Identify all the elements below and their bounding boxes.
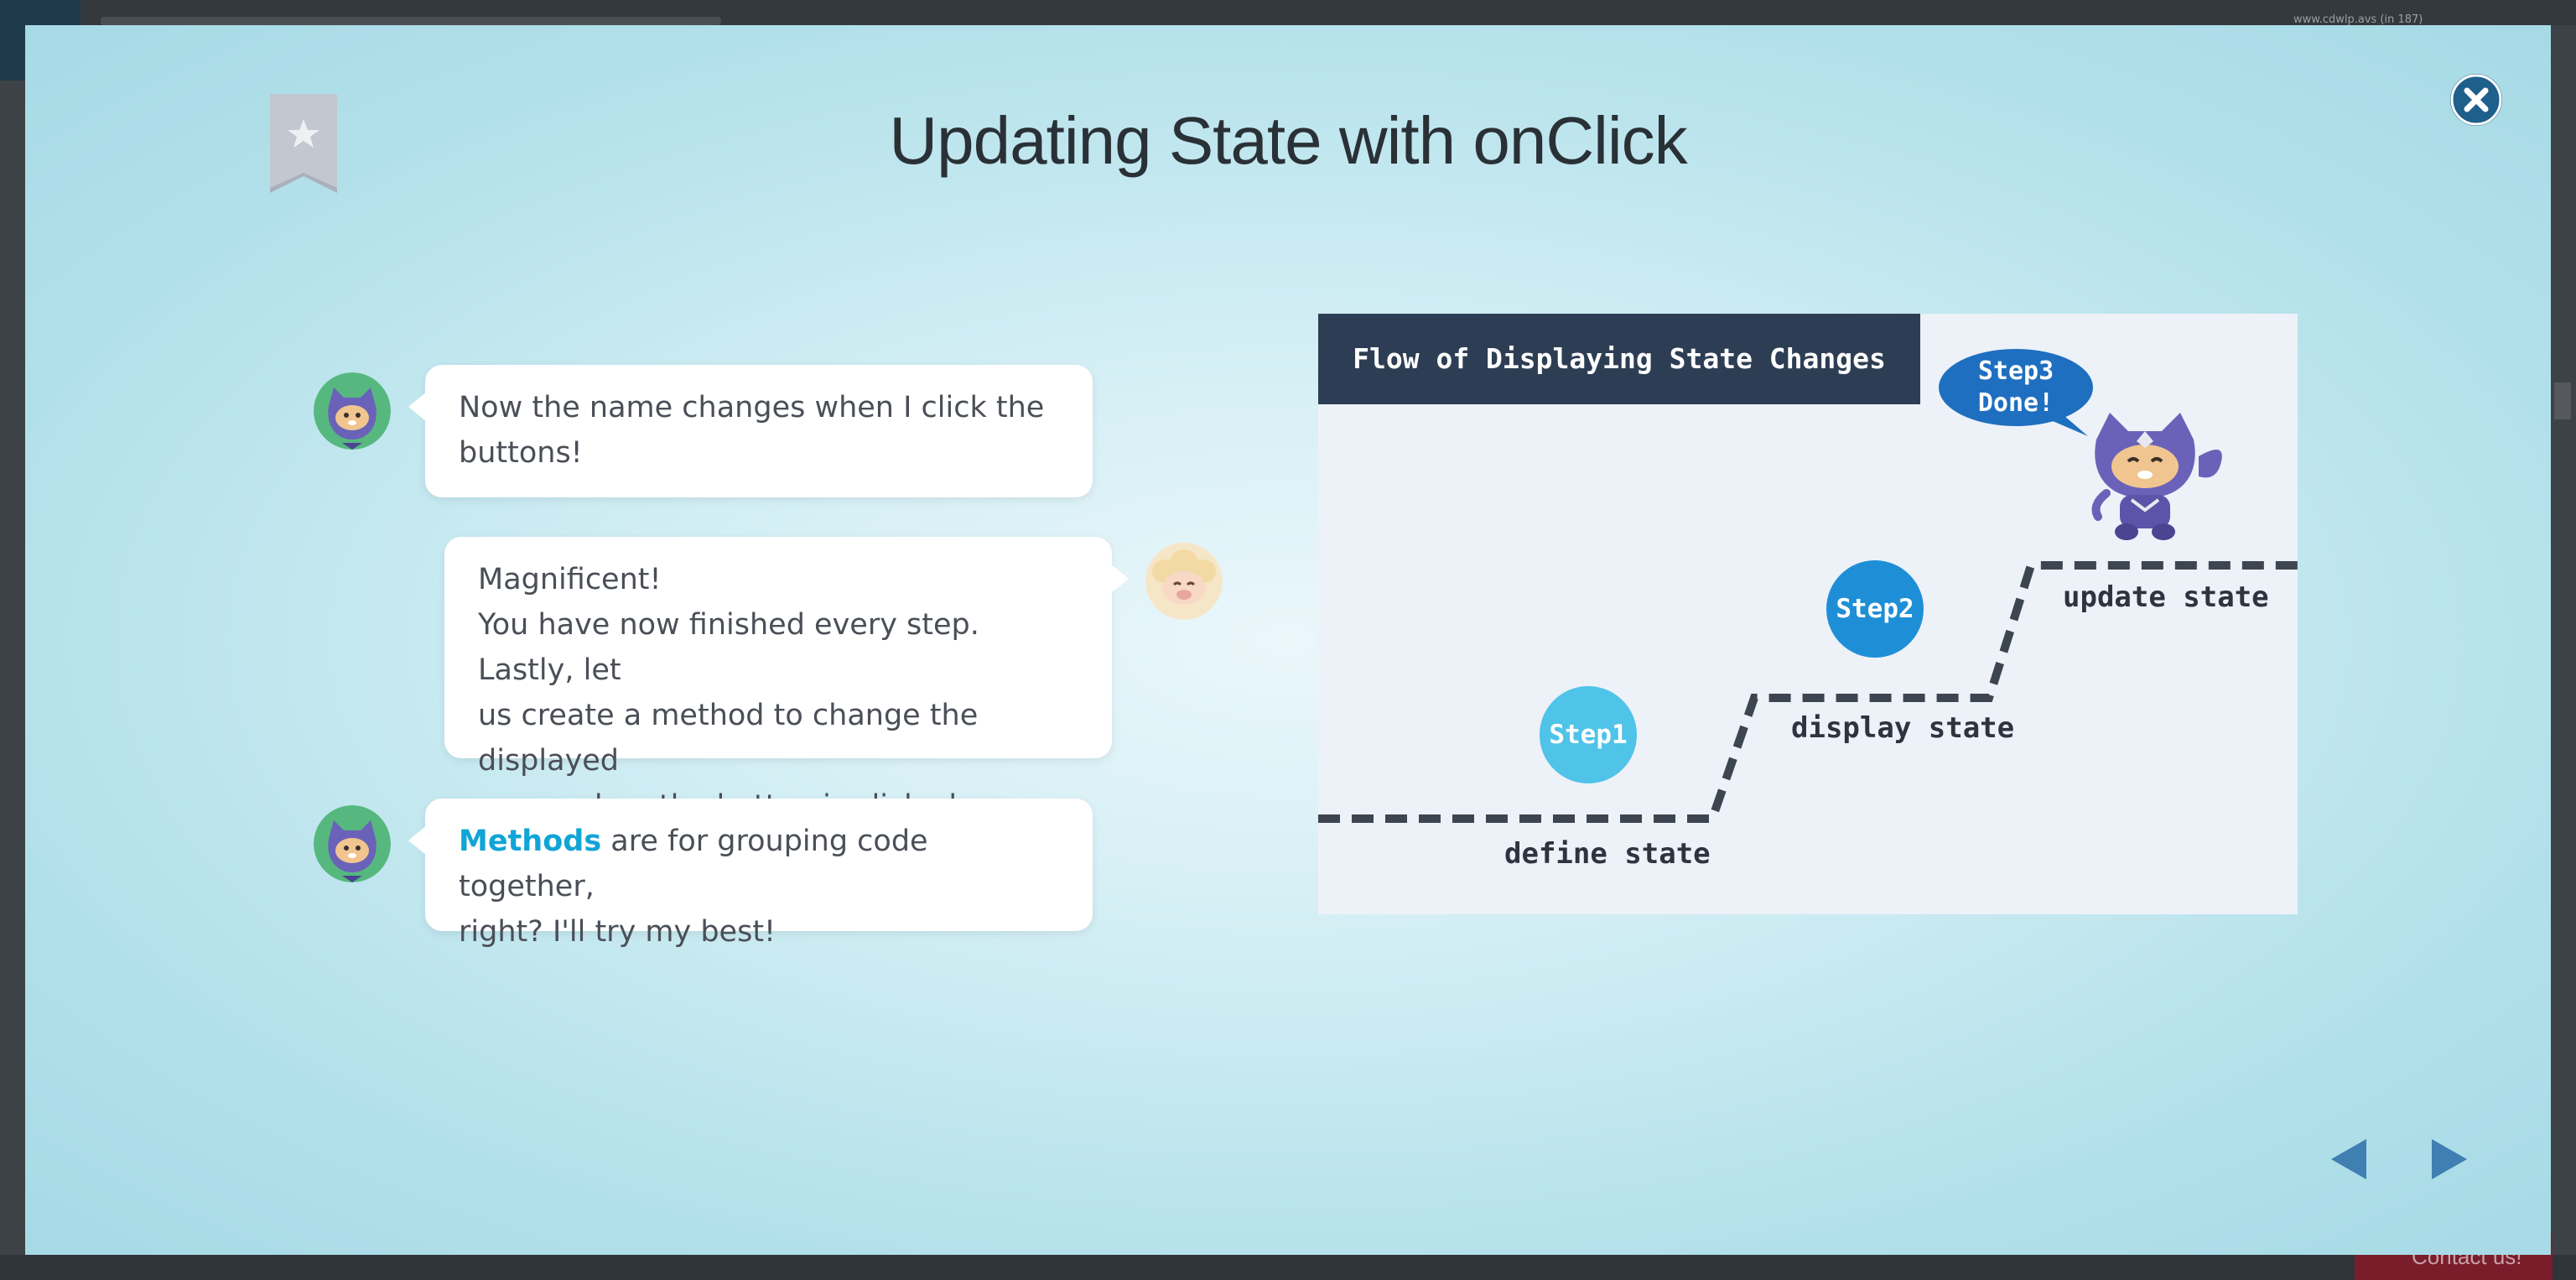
chat-line: buttons! [459,436,583,470]
step3-speech-badge: Step3 Done! [1939,349,2098,441]
page-title: Updating State with onClick [889,103,1687,178]
staircase-path [1318,561,2298,823]
triangle-right-icon [2432,1139,2467,1179]
app-scrollbar-thumb [2554,382,2571,419]
app-search-bar [101,17,721,25]
step3-label: update state [2063,580,2269,614]
chat-line: Now the name changes when I click the [459,391,1045,424]
step1-badge: Step1 [1540,686,1637,783]
app-top-right-text: www.cdwlp.avs (in 187) [2293,13,2423,26]
chat-bubble-ninja-1: Now the name changes when I click the bu… [408,365,1093,497]
chat-line: us create a method to change the display… [478,699,979,778]
chat-line: Magnificent! [478,563,662,596]
step1-label: define state [1504,837,1711,871]
step3-badge-line2: Done! [1977,388,2054,418]
close-button[interactable] [2450,74,2502,126]
ninja-mascot-icon [2073,406,2232,549]
chat-line: You have now finished every step. Lastly… [478,608,979,687]
close-icon [2450,74,2502,126]
chat-bubble-ninja-2: Methods are for grouping code together, … [408,799,1093,949]
step2-label: display state [1791,711,2015,745]
ninja-avatar [314,805,391,882]
chat-bubble-sheep: Magnificent! You have now finished every… [444,537,1129,823]
chat-line: right? I'll try my best! [459,915,776,949]
ninja-avatar [314,372,391,450]
step2-badge: Step2 [1826,560,1924,658]
methods-term-link[interactable]: Methods [459,825,602,858]
sheep-avatar [1145,543,1223,620]
triangle-left-icon [2331,1139,2366,1179]
prev-page-button[interactable] [2328,1137,2370,1181]
chat-line-rest: are for grouping code together, [459,825,928,903]
next-page-button[interactable] [2428,1137,2470,1181]
chat-line: Methods are for grouping code together, [459,819,1059,909]
state-flow-diagram: Flow of Displaying State Changes Step1 d… [1318,314,2298,914]
diagram-header: Flow of Displaying State Changes [1318,314,1920,404]
lesson-modal: Updating State with onClick Now the name… [25,25,2551,1255]
bookmark-icon[interactable] [268,94,339,195]
app-bottom-bar [0,1255,2576,1280]
step3-badge-line1: Step3 [1977,356,2054,386]
